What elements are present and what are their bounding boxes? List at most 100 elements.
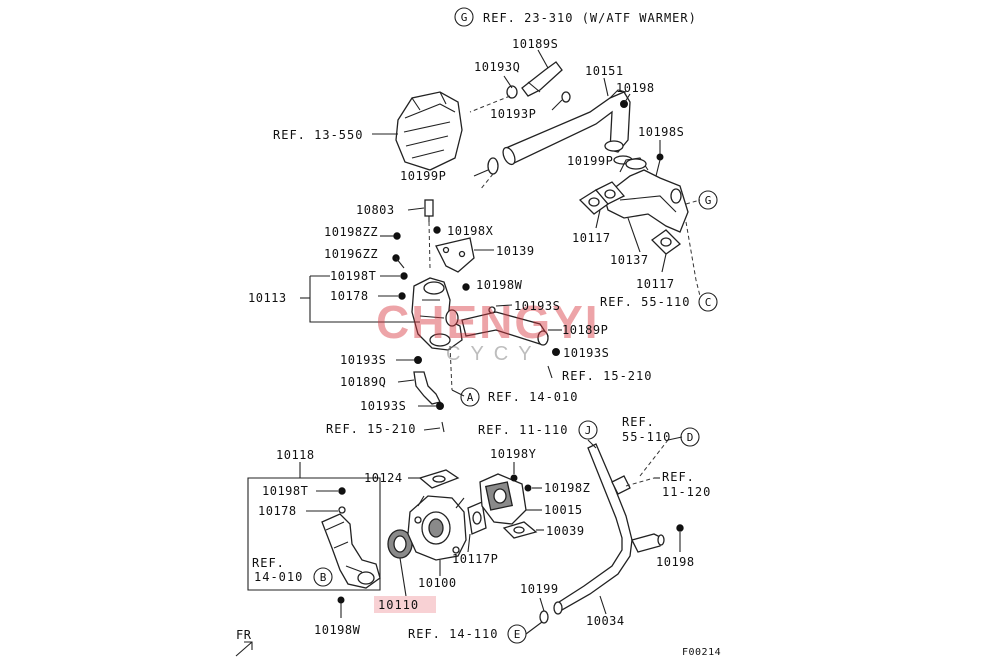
circle-ref-J: J — [578, 420, 598, 440]
svg-text:G: G — [461, 11, 468, 24]
gasket-10117-b — [594, 181, 626, 205]
clamp-10193S-a — [488, 306, 496, 314]
bolt-10198W-top — [462, 283, 470, 291]
label-ref-15-210-a: REF. 15-210 — [562, 369, 652, 383]
svg-text:C: C — [705, 296, 712, 309]
highlight-10110 — [374, 596, 436, 613]
oring-10199 — [539, 610, 549, 624]
circle-ref-B: B — [313, 567, 333, 587]
seal-10178-bottom — [338, 506, 346, 514]
label-10178-top: 10178 — [330, 289, 369, 303]
label-10198-bottom: 10198 — [656, 555, 695, 569]
label-10117-b: 10117 — [636, 277, 675, 291]
gasket-10039 — [502, 521, 538, 539]
label-10189Q: 10189Q — [340, 375, 386, 389]
label-10189P: 10189P — [562, 323, 608, 337]
label-10193S-d: 10193S — [360, 399, 406, 413]
label-ref-15-210-b: REF. 15-210 — [326, 422, 416, 436]
label-ref-11-110: REF. 11-110 — [478, 423, 568, 437]
hose-10189S — [521, 61, 563, 97]
seal-10178-top — [398, 292, 406, 300]
label-ref-13-550: REF. 13-550 — [273, 128, 363, 142]
label-10198Y: 10198Y — [490, 447, 537, 461]
label-10113: 10113 — [248, 291, 287, 305]
label-10124: 10124 — [364, 471, 403, 485]
label-10803: 10803 — [356, 203, 395, 217]
front-arrow — [235, 641, 253, 657]
label-10193S-a: 10193S — [514, 299, 560, 313]
label-10100: 10100 — [418, 576, 457, 590]
bolt-10198-top — [620, 100, 628, 108]
label-10198T-top: 10198T — [330, 269, 376, 283]
clamp-10193S-b — [552, 348, 560, 356]
oring-10199P-left — [487, 157, 499, 175]
label-10199P-right: 10199P — [567, 154, 613, 168]
label-10199: 10199 — [520, 582, 559, 596]
label-10110: 10110 — [378, 598, 419, 612]
label-10034: 10034 — [586, 614, 625, 628]
label-10117P: 10117P — [452, 552, 498, 566]
label-ref-23-310: REF. 23-310 (W/ATF WARMER) — [483, 11, 697, 25]
bolt-10198X — [433, 226, 441, 234]
figure-code: F00214 — [682, 647, 721, 658]
label-ref-14-110: REF. 14-110 — [408, 627, 498, 641]
svg-text:D: D — [687, 431, 694, 444]
clamp-10193P — [561, 91, 571, 103]
label-10189S: 10189S — [512, 37, 558, 51]
clamp-10193S-c — [414, 356, 422, 364]
clamp-10193S-d — [436, 402, 444, 410]
bolt-10198T-top — [400, 272, 408, 280]
svg-text:G: G — [705, 194, 712, 207]
hose-10189P — [461, 311, 549, 346]
bolt-10198T-bottom — [338, 487, 346, 495]
label-10198ZZ: 10198ZZ — [324, 225, 378, 239]
label-ref-11-120-1: REF. — [662, 470, 695, 484]
label-10198T-bottom: 10198T — [262, 484, 308, 498]
label-10139: 10139 — [496, 244, 535, 258]
svg-text:A: A — [467, 391, 474, 404]
bolt-10198Z — [524, 484, 532, 492]
water-pump-10100 — [407, 495, 467, 561]
water-manifold-10137 — [603, 157, 689, 233]
label-ref-11-120-2: 11-120 — [662, 485, 711, 499]
label-10137: 10137 — [610, 253, 649, 267]
stud-ref-15-210-a — [547, 365, 553, 379]
label-10198-top: 10198 — [616, 81, 655, 95]
bolt-10196ZZ — [392, 254, 405, 269]
label-10193S-b: 10193S — [563, 346, 609, 360]
label-10198S: 10198S — [638, 125, 684, 139]
circle-ref-G-top: G — [454, 7, 474, 27]
group-box-10118 — [247, 462, 381, 591]
pipe-10151 — [502, 89, 631, 166]
bolt-10198ZZ — [393, 232, 401, 240]
bolt-10198W-bottom — [337, 596, 345, 618]
svg-text:E: E — [514, 628, 521, 641]
label-ref-55-110-d-2: 55-110 — [622, 430, 671, 444]
svg-text:J: J — [585, 424, 592, 437]
label-10198Z: 10198Z — [544, 481, 590, 495]
gasket-10124 — [418, 469, 460, 489]
ref-13-550-housing — [395, 91, 463, 171]
watermark-sub: CYCY — [446, 343, 542, 365]
bolt-10198S — [655, 153, 664, 177]
circle-ref-D: D — [680, 427, 700, 447]
label-10199P-left: 10199P — [400, 169, 446, 183]
label-ref-14-010-b-2: 14-010 — [254, 570, 303, 584]
pipe-assembly-10015 — [479, 473, 527, 525]
bracket-10139 — [435, 237, 475, 273]
label-10039: 10039 — [546, 524, 585, 538]
label-10198X: 10198X — [447, 224, 494, 238]
label-ref-55-110-d-1: REF. — [622, 415, 655, 429]
label-10196ZZ: 10196ZZ — [324, 247, 378, 261]
stud-ref-15-210-b — [441, 421, 445, 433]
circle-ref-E: E — [507, 624, 527, 644]
label-ref-55-110-c: REF. 55-110 — [600, 295, 690, 309]
label-10198W-bottom: 10198W — [314, 623, 361, 637]
label-10151: 10151 — [585, 64, 624, 78]
label-10193P: 10193P — [490, 107, 536, 121]
circle-ref-A: A — [460, 387, 480, 407]
gasket-10117P — [467, 501, 487, 535]
label-10198W-top: 10198W — [476, 278, 523, 292]
label-ref-14-010-a: REF. 14-010 — [488, 390, 578, 404]
bolt-10198Y — [510, 474, 518, 482]
